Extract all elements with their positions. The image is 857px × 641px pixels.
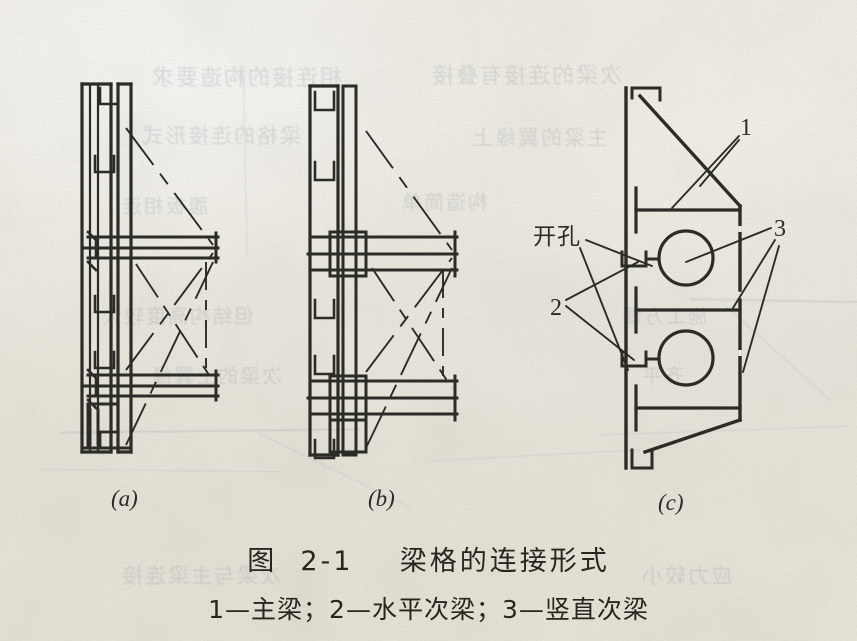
section-lines-a <box>125 127 214 446</box>
web-opening-upper <box>657 229 715 287</box>
stiffener-b-1 <box>313 90 336 112</box>
subfigure-c <box>620 86 743 470</box>
subfigure-label-a: (a) <box>111 486 138 511</box>
section-lines-b <box>365 130 453 449</box>
leader-1-a <box>671 135 740 209</box>
bracket-c-bottom <box>630 448 654 470</box>
horizontal-secondary-beam-c-3 <box>634 384 742 432</box>
figure-caption-title: 图 2-1 梁格的连接形式 <box>247 546 610 577</box>
stiffener-b-5 <box>313 438 336 460</box>
subfigure-b <box>306 84 459 460</box>
subfigure-a <box>80 82 220 454</box>
leader-kaikong-b <box>579 247 629 371</box>
stiffener-b-3 <box>313 298 336 320</box>
mid-stiffener-a2 <box>93 294 116 314</box>
secondary-beam-b-lower <box>306 374 459 422</box>
web-opening-lower <box>657 329 715 387</box>
figure-caption-legend: 1—主梁；2—水平次梁；3—竖直次梁 <box>208 595 649 625</box>
leader-3-a <box>685 227 772 263</box>
mid-stiffener-a <box>93 154 116 174</box>
secondary-beam-a-lower <box>82 369 220 402</box>
callout-number-2: 2 <box>550 295 562 321</box>
leader-2-b <box>565 305 635 361</box>
horizontal-secondary-beam-c-2 <box>634 286 742 334</box>
subfigure-label-c: (c) <box>658 490 684 515</box>
bottom-chord-c <box>642 417 743 455</box>
base-bracket-a <box>80 402 133 450</box>
main-girder-flange-a <box>116 82 133 454</box>
horizontal-secondary-beam-c-1 <box>634 186 742 234</box>
leader-kaikong-a <box>585 239 653 267</box>
seat-angle-a-upper <box>86 230 98 272</box>
leader-3-c <box>742 245 780 373</box>
annotation-kaikong: 开孔 <box>533 224 581 250</box>
callout-number-1: 1 <box>740 115 752 141</box>
subfigure-label-b: (b) <box>368 486 395 511</box>
stiffener-b-4 <box>313 354 336 376</box>
callout-leader-lines <box>565 135 780 373</box>
opening-bracket-upper <box>620 250 661 268</box>
main-girder-web-a <box>88 84 100 452</box>
opening-bracket-lower <box>620 350 661 368</box>
main-girder-a <box>80 82 113 454</box>
leader-3-b <box>732 239 776 309</box>
section-lines-a2 <box>135 263 214 382</box>
figure-caption: 图 2-1 梁格的连接形式 1—主梁；2—水平次梁；3—竖直次梁 <box>0 546 857 626</box>
connection-plate-b-upper <box>328 230 368 278</box>
mid-stiffener-a3 <box>93 350 116 370</box>
leader-2-a <box>565 261 639 301</box>
section-lines-b2 <box>371 267 453 389</box>
callout-number-3: 3 <box>774 216 786 242</box>
base-box-b <box>328 402 368 454</box>
leader-1-b <box>699 139 740 187</box>
bracket-c-top <box>630 86 662 102</box>
top-stiffener-a <box>98 86 120 106</box>
secondary-beam-a-upper <box>82 231 220 264</box>
base-foot-a <box>98 430 120 450</box>
secondary-beam-b-upper <box>306 230 459 278</box>
stiffener-b-2 <box>313 160 336 182</box>
top-chord-c <box>637 93 743 209</box>
